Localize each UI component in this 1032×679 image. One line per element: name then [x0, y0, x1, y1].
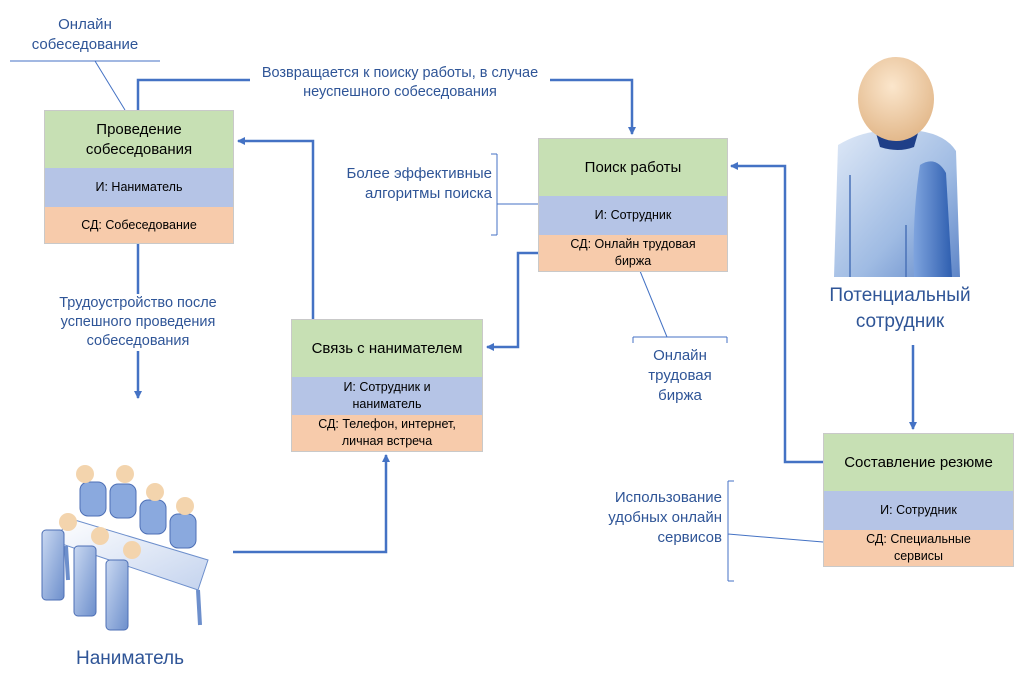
label-return-to-search: Возвращается к поиску работы, в случае н… — [250, 64, 550, 102]
note-online-exchange: Онлайн трудовая биржа — [648, 347, 712, 404]
arrow-search-to-contact — [486, 251, 538, 351]
label-employment: Трудоустройство после успешного проведен… — [43, 294, 233, 351]
employee-person-icon — [834, 57, 960, 277]
interview-box[interactable]: Проведение собеседования И: Наниматель С… — [44, 110, 234, 244]
contact-actor: И: Сотрудник и наниматель — [292, 377, 482, 415]
job-search-box[interactable]: Поиск работы И: Сотрудник СД: Онлайн тру… — [538, 138, 728, 272]
employer-meeting-icon — [41, 465, 209, 631]
resume-box[interactable]: Составление резюме И: Сотрудник СД: Спец… — [823, 433, 1014, 567]
job-search-actor: И: Сотрудник — [539, 196, 727, 235]
contact-box[interactable]: Связь с нанимателем И: Сотрудник и наним… — [291, 319, 483, 452]
contact-data-store: СД: Телефон, интернет, личная встреча — [292, 415, 482, 451]
employee-label: Потенциальный сотрудник — [829, 285, 971, 332]
job-search-title: Поиск работы — [539, 139, 727, 196]
note-online-interview: Онлайн собеседование — [31, 16, 139, 53]
arrow-employer-to-contact — [233, 454, 390, 554]
note-convenient-services: Использование удобных онлайн сервисов — [608, 489, 722, 546]
contact-title: Связь с нанимателем — [292, 320, 482, 377]
callout-online-interview — [10, 60, 160, 111]
interview-title: Проведение собеседования — [45, 111, 233, 168]
note-better-algorithms: Более эффективные алгоритмы поиска — [346, 165, 493, 202]
callout-services — [727, 480, 824, 582]
resume-data-store: СД: Специальные сервисы — [824, 530, 1013, 566]
resume-actor: И: Сотрудник — [824, 491, 1013, 530]
arrow-contact-to-interview — [237, 137, 315, 319]
interview-actor: И: Наниматель — [45, 168, 233, 207]
job-search-data-store: СД: Онлайн трудовая биржа — [539, 235, 727, 271]
callout-online-exchange — [632, 270, 728, 343]
resume-title: Составление резюме — [824, 434, 1013, 491]
interview-data-store: СД: Собеседование — [45, 207, 233, 243]
callout-better-algorithms — [491, 153, 538, 236]
employer-label: Наниматель — [75, 648, 185, 669]
arrow-resume-to-search — [730, 162, 823, 464]
